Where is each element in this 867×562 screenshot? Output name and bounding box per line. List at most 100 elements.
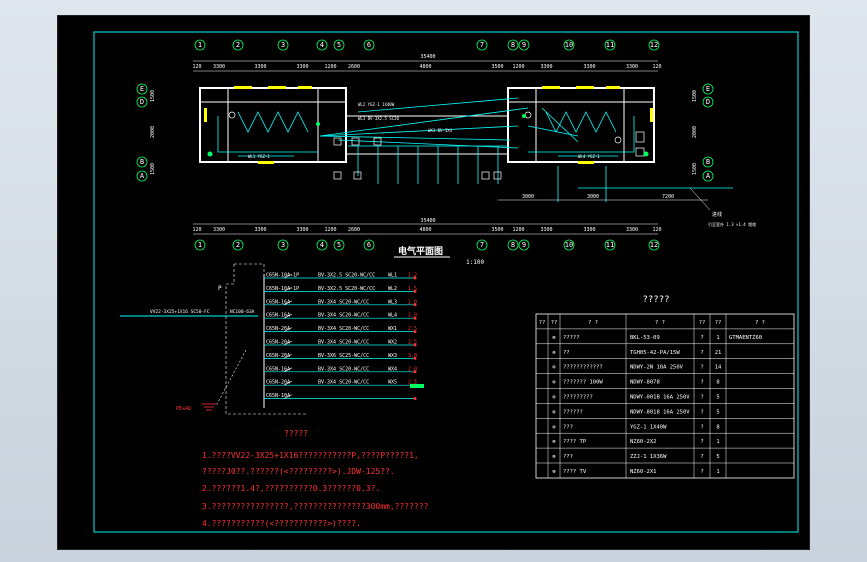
side-axis-A: A bbox=[702, 170, 714, 182]
legend-name: ??? bbox=[563, 424, 573, 430]
side-axis-D: D bbox=[136, 96, 148, 108]
top-axis-label: 5 bbox=[337, 41, 341, 49]
legend-note: GTMAENTZ60 bbox=[729, 335, 762, 341]
top-axis-9: 9 bbox=[518, 39, 530, 51]
legend-name: ????????? bbox=[563, 395, 593, 401]
dimension-label: 4800 bbox=[419, 64, 431, 70]
circuit-cable: BV-3X4 SC20-WC/CC bbox=[318, 380, 369, 386]
legend-model: NDWY-8078 bbox=[630, 380, 660, 386]
legend-name: ????? bbox=[563, 335, 580, 341]
side-axis-A: A bbox=[136, 170, 148, 182]
bottom-axis-label: 12 bbox=[650, 241, 658, 249]
dimension-label: 1200 bbox=[324, 227, 336, 233]
top-axis-6: 6 bbox=[363, 39, 375, 51]
bottom-axis-label: 8 bbox=[511, 241, 515, 249]
bottom-axis-10: 10 bbox=[563, 239, 575, 251]
legend-qty: 5 bbox=[716, 454, 719, 460]
dimension-label: 3300 bbox=[583, 227, 595, 233]
circuit-cable: BV-3X4 SC20-WC/CC bbox=[318, 299, 369, 305]
circuit-cable: BV-3X4 SC20-WC/CC bbox=[318, 313, 369, 319]
legend-name: ???????????? bbox=[563, 365, 603, 371]
legend-qty: 8 bbox=[716, 424, 719, 430]
circuit-breaker: C65N-16A bbox=[266, 313, 290, 319]
panel-label: P bbox=[218, 285, 222, 292]
circuit-cable: BV-3X6 SC25-WC/CC bbox=[318, 353, 369, 359]
dimension-label: 3300 bbox=[540, 227, 552, 233]
legend-header: ? ? bbox=[655, 320, 665, 326]
legend-symbol-icon: ⊗ bbox=[552, 350, 555, 356]
legend-unit: ? bbox=[700, 439, 703, 445]
legend-model: TGH05-42-PA/15W bbox=[630, 350, 680, 356]
legend-unit: ? bbox=[700, 454, 703, 460]
side-axis-label: A bbox=[706, 172, 711, 180]
bottom-axis-label: 9 bbox=[522, 241, 526, 249]
legend-model: NZ60-2X1 bbox=[630, 469, 657, 475]
legend-title: ????? bbox=[642, 295, 669, 305]
dimension-label: 2600 bbox=[348, 64, 360, 70]
side-dimension: 1500 bbox=[692, 90, 698, 102]
dimension-label: 3300 bbox=[213, 64, 225, 70]
top-axis-8: 8 bbox=[507, 39, 519, 51]
legend-qty: 1 bbox=[716, 439, 719, 445]
legend-unit: ? bbox=[700, 350, 703, 356]
legend-row: ⊗???YGZ-1 1X40W?8 bbox=[552, 424, 719, 430]
bottom-axis-1: 1 bbox=[194, 239, 206, 251]
bottom-axis-11: 11 bbox=[604, 239, 616, 251]
bottom-axis-label: 11 bbox=[606, 241, 614, 249]
dimension-label: 120 bbox=[652, 64, 661, 70]
side-axis-B: B bbox=[702, 156, 714, 168]
dimension-label: 1200 bbox=[512, 227, 524, 233]
circuit-load: 1.5 bbox=[408, 286, 417, 292]
legend-name: ?????? bbox=[563, 409, 583, 415]
bottom-axis-8: 8 bbox=[507, 239, 519, 251]
top-axis-label: 1 bbox=[198, 41, 202, 49]
circuit-id: WL2 bbox=[388, 286, 397, 292]
bottom-axis-label: 6 bbox=[367, 241, 371, 249]
circuit-load: 2.0 bbox=[408, 313, 417, 319]
svg-text:WL2 YGZ-1 1X40W: WL2 YGZ-1 1X40W bbox=[358, 102, 395, 107]
dimension-label: 3300 bbox=[626, 227, 638, 233]
legend-header: ?? bbox=[699, 320, 706, 326]
legend-qty: 1 bbox=[716, 469, 719, 475]
top-axis-10: 10 bbox=[563, 39, 575, 51]
notes-heading: ????? bbox=[284, 429, 308, 438]
note-line-4: 3.????????????????,???????????????300mm,… bbox=[202, 502, 429, 511]
note-line-3: 2.??????1.4?,??????????0.3??????0.3?. bbox=[202, 484, 380, 493]
top-axis-label: 2 bbox=[236, 41, 240, 49]
circuit-id: WX2 bbox=[388, 340, 397, 346]
legend-row: ⊗???ZZJ-1 1X36W?5 bbox=[552, 454, 719, 460]
circuit-breaker: C65N-10A bbox=[266, 393, 290, 399]
legend-qty: 21 bbox=[715, 350, 722, 356]
circuit-breaker: C65N-10A-1P bbox=[266, 286, 299, 292]
side-axis-label: B bbox=[140, 158, 144, 166]
side-axis-E: E bbox=[136, 83, 148, 95]
circuit-id: WX5 bbox=[388, 380, 397, 386]
design-notes: ????? 1.????VV22-3X25+1X16???????????P,?… bbox=[202, 429, 429, 528]
bottom-axis-3: 3 bbox=[277, 239, 289, 251]
svg-text:WX1 BV-3X4: WX1 BV-3X4 bbox=[428, 128, 453, 133]
dimension-label: 3300 bbox=[296, 64, 308, 70]
legend-unit: ? bbox=[700, 469, 703, 475]
dimension-label: 3500 bbox=[491, 64, 503, 70]
dimension-label: 3300 bbox=[213, 227, 225, 233]
circuit-id: WX1 bbox=[388, 326, 397, 332]
top-axis-3: 3 bbox=[277, 39, 289, 51]
total-dimension-bottom: 35400 bbox=[420, 218, 435, 224]
top-axis-label: 7 bbox=[480, 41, 484, 49]
dimension-label: 3300 bbox=[583, 64, 595, 70]
top-axis-label: 10 bbox=[565, 41, 573, 49]
dimension-label: 3300 bbox=[254, 64, 266, 70]
side-axis-label: B bbox=[706, 158, 710, 166]
top-axis-11: 11 bbox=[604, 39, 616, 51]
legend-model: NDWY-2N 10A 250V bbox=[630, 365, 684, 371]
circuit-breaker: C65N-20A bbox=[266, 353, 290, 359]
plan-scale: 1:100 bbox=[466, 259, 484, 266]
legend-symbol-icon: ⊗ bbox=[552, 395, 555, 401]
side-axis-B: B bbox=[136, 156, 148, 168]
